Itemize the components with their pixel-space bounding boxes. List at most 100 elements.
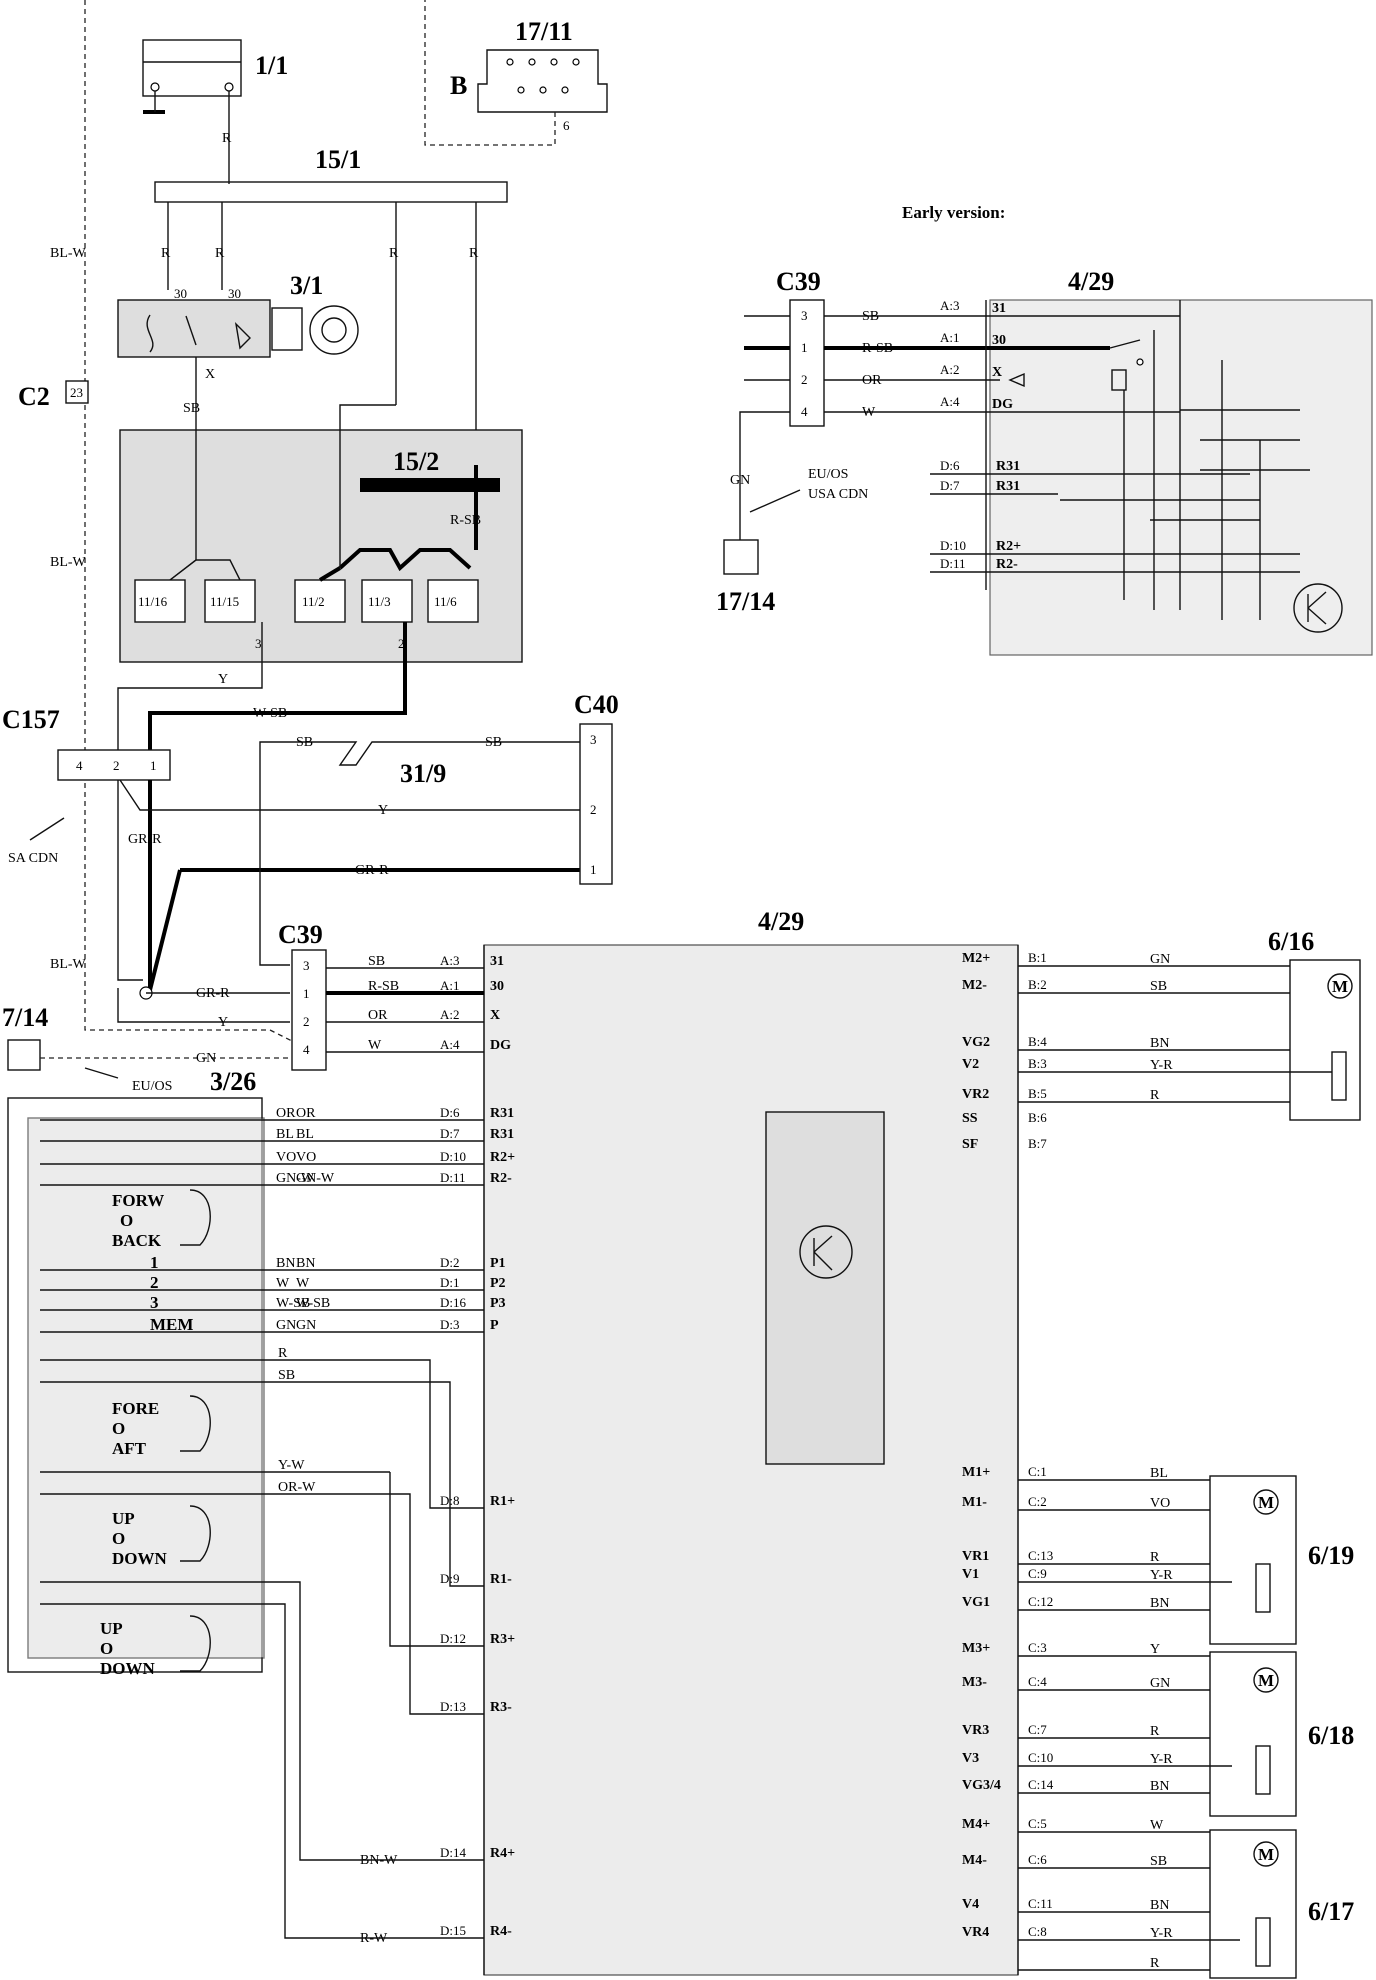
term-label: R31 xyxy=(996,459,1020,474)
motor-6-17: 6/17 M xyxy=(1209,1829,1354,1979)
pin-label: 1 xyxy=(801,340,808,355)
wire-label: GN xyxy=(276,1318,296,1333)
pin-label: 1 xyxy=(150,758,157,773)
term-label: 31 xyxy=(490,954,504,969)
pin-label: A:1 xyxy=(940,330,960,345)
label-down: DOWN xyxy=(100,1659,156,1678)
pin-label: D:1 xyxy=(440,1275,460,1290)
label-two: 2 xyxy=(150,1273,159,1292)
term-label: VR3 xyxy=(962,1723,989,1738)
term-label: R31 xyxy=(490,1106,514,1121)
pin-label: 2 xyxy=(398,636,405,651)
label-6-16: 6/16 xyxy=(1268,927,1314,956)
pin-label: 11/15 xyxy=(210,594,239,609)
term-label: VG2 xyxy=(962,1035,990,1050)
wire-label: R xyxy=(469,246,479,261)
pin-label: 2 xyxy=(801,372,808,387)
motor-icon: M xyxy=(1258,1493,1274,1512)
pin-label: D:2 xyxy=(440,1255,460,1270)
pin-label: B:6 xyxy=(1028,1110,1047,1125)
dashed-shield-link xyxy=(424,0,556,146)
pin-label: 30 xyxy=(174,286,187,301)
term-label: 30 xyxy=(992,333,1006,348)
wire-label: W-SB xyxy=(276,1296,310,1311)
dashed-bl-w-lead xyxy=(84,0,311,1051)
pin-label: C:7 xyxy=(1028,1722,1047,1737)
pin-label: 11/6 xyxy=(434,594,457,609)
wire-label: GN xyxy=(1150,1676,1170,1691)
motor-icon: M xyxy=(1258,1845,1274,1864)
term-label: SS xyxy=(962,1111,978,1126)
term-label: M4+ xyxy=(962,1817,990,1832)
term-label: M4- xyxy=(962,1853,987,1868)
wire-label: Y-W xyxy=(278,1458,305,1473)
wire-label: GN xyxy=(730,473,750,488)
pin-label: 4 xyxy=(76,758,83,773)
panel-wires xyxy=(40,1119,484,1939)
pin-label: A:3 xyxy=(940,298,960,313)
label-c39: C39 xyxy=(278,920,323,949)
wire-label: BL xyxy=(296,1127,314,1142)
wire-label: OR xyxy=(368,1008,388,1023)
control-module-4-29 xyxy=(483,944,1019,1976)
term-label: X xyxy=(992,365,1002,380)
wire-label: GR-R xyxy=(355,863,389,878)
label-6-18: 6/18 xyxy=(1308,1721,1354,1750)
pin-label: C:3 xyxy=(1028,1640,1047,1655)
term-label: R2+ xyxy=(996,539,1021,554)
label-down: DOWN xyxy=(112,1549,168,1568)
pin-label: D:14 xyxy=(440,1845,467,1860)
wire-label: SB xyxy=(485,735,502,750)
wire-label: R xyxy=(278,1346,288,1361)
pin-label: 11/16 xyxy=(138,594,168,609)
label-three: 3 xyxy=(150,1293,159,1312)
pin-label: C:4 xyxy=(1028,1674,1047,1689)
pin-label: C:10 xyxy=(1028,1750,1053,1765)
wire-label: Y-R xyxy=(1150,1568,1173,1583)
label-forw: FORW xyxy=(112,1191,164,1210)
wire-label: GN-W xyxy=(296,1171,335,1186)
term-label: V2 xyxy=(962,1057,979,1072)
wire-label: BL xyxy=(1150,1466,1168,1481)
wire-label: BN xyxy=(276,1256,295,1271)
wire-label: R xyxy=(1150,1956,1160,1971)
wire-label: BN xyxy=(1150,1779,1169,1794)
wire-label: SB xyxy=(1150,979,1167,994)
pin-label: 1 xyxy=(303,986,310,1001)
wire-label: R xyxy=(1150,1550,1160,1565)
pin-label: 3 xyxy=(303,958,310,973)
label-6-19: 6/19 xyxy=(1308,1541,1354,1570)
term-label: R3+ xyxy=(490,1632,515,1647)
wire-label: R xyxy=(1150,1088,1160,1103)
pin-label: D:12 xyxy=(440,1631,466,1646)
component-3-1: 3/1 30 30 X xyxy=(117,271,359,382)
wire-label: Y-R xyxy=(1150,1058,1173,1073)
pin-label: D:6 xyxy=(940,458,960,473)
term-label: SF xyxy=(962,1137,978,1152)
label-17-11: 17/11 xyxy=(515,17,573,46)
wire-label: Y xyxy=(218,1015,228,1030)
connector-c2: C2 23 xyxy=(18,380,89,411)
label-o: O xyxy=(112,1419,125,1438)
pin-label: D:10 xyxy=(440,1149,466,1164)
pin-label: 3 xyxy=(255,636,262,651)
wire-label: W-SB xyxy=(253,706,287,721)
label-4-29: 4/29 xyxy=(758,907,804,936)
wire-label: SB xyxy=(296,735,313,750)
wire-label: VO xyxy=(296,1150,316,1165)
wire-label: GN xyxy=(296,1318,316,1333)
wire-label: W-SB xyxy=(296,1296,330,1311)
pin-label: A:2 xyxy=(940,362,960,377)
wire-label: VO xyxy=(1150,1496,1170,1511)
pin-label: D:16 xyxy=(440,1295,467,1310)
wire-label: OR-W xyxy=(278,1480,316,1495)
pin-label: C:2 xyxy=(1028,1494,1047,1509)
term-label: P3 xyxy=(490,1296,506,1311)
pin-label: C:12 xyxy=(1028,1594,1053,1609)
label-usa-cdn-early: USA CDN xyxy=(808,487,868,502)
pin-label: 3 xyxy=(590,732,597,747)
wire-label: R xyxy=(215,246,225,261)
pin-label: C:11 xyxy=(1028,1896,1053,1911)
pin-label: B:7 xyxy=(1028,1136,1047,1151)
